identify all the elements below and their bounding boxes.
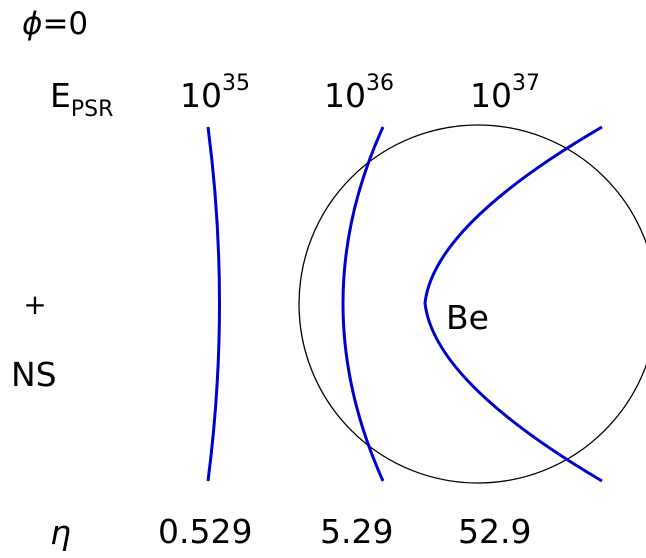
luminosity-base-1: 10 [180,76,222,115]
eta-value-2: 5.29 [320,512,393,551]
eta-symbol: η [50,513,71,552]
luminosity-label-2: 1036 [324,71,394,115]
epsr-subscript: PSR [71,97,114,122]
shock-curve-eta-52-9 [423,125,603,483]
luminosity-exp-3: 37 [512,71,540,96]
epsr-label: EPSR [50,76,113,122]
luminosity-base-2: 10 [324,76,366,115]
luminosity-exp-2: 36 [366,71,394,96]
phase-label: ϕ=0 [22,6,88,42]
luminosity-label-1: 1035 [180,71,250,115]
shock-curve-eta-5-29 [341,126,385,482]
epsr-main: E [50,76,71,115]
shock-curve-eta-0-529 [206,126,221,482]
eta-value-1: 0.529 [158,512,252,551]
ns-label: NS [11,355,57,394]
luminosity-base-3: 10 [470,76,512,115]
phi-symbol: ϕ [22,6,42,42]
luminosity-exp-1: 35 [222,71,250,96]
eta-value-3: 52.9 [458,512,531,551]
ns-marker: + [23,288,46,321]
be-star-circle [298,124,646,484]
phase-value: =0 [42,6,88,42]
luminosity-label-3: 1037 [470,71,540,115]
be-label: Be [446,298,489,337]
